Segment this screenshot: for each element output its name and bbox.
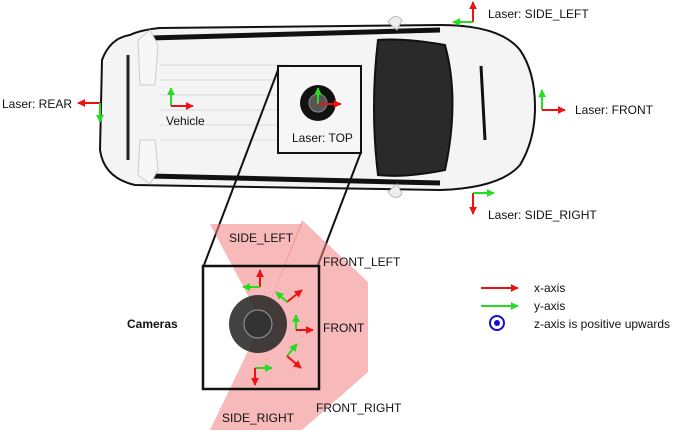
camera-front-label: FRONT [323,321,365,335]
legend-y-label: y-axis [534,299,566,313]
z-dot-circle-icon [489,315,505,331]
camera-inset-box [201,264,321,391]
laser-side-left-label: Laser: SIDE_LEFT [488,7,589,21]
vehicle-label: Vehicle [166,114,205,128]
laser-side-right-label: Laser: SIDE_RIGHT [488,208,597,222]
laser-top-label: Laser: TOP [292,131,353,145]
camera-side-right-label: SIDE_RIGHT [222,411,295,425]
camera-side-left-label: SIDE_LEFT [229,231,294,245]
camera-front-left-label: FRONT_LEFT [323,255,401,269]
cameras-title: Cameras [127,317,178,331]
legend-x-label: x-axis [534,281,566,295]
camera-front-right-label: FRONT_RIGHT [316,401,402,415]
legend-z-label: z-axis is positive upwards [534,317,671,331]
legend [481,284,519,331]
laser-front-label: Laser: FRONT [575,103,654,117]
laser-rear-label: Laser: REAR [2,97,73,111]
